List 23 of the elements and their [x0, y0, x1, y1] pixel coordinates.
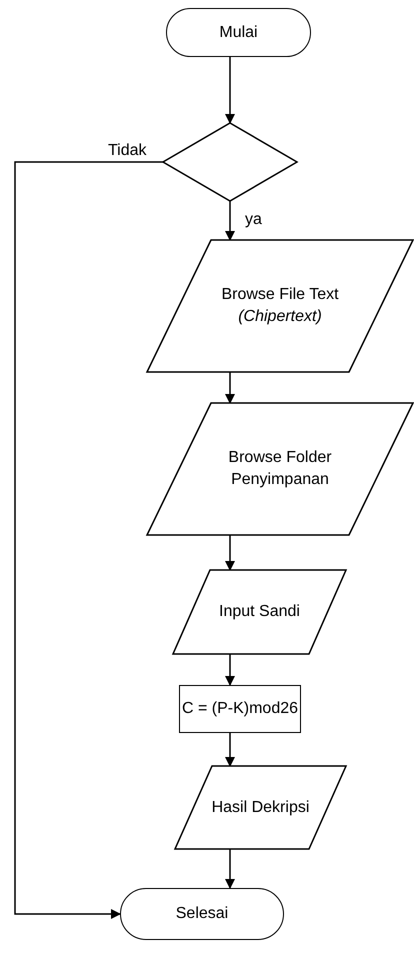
- arrow: [225, 654, 235, 686]
- node-label: C = (P-K)mod26: [182, 699, 298, 720]
- arrow: [225, 372, 235, 404]
- decision-diamond: [163, 123, 297, 201]
- terminator-shape: [166, 8, 311, 57]
- node-label: Browse File Text (Chipertext): [220, 285, 340, 327]
- process-box: [179, 685, 301, 733]
- arrow: [14, 161, 163, 919]
- arrow: [225, 201, 235, 241]
- arrow: [225, 733, 235, 767]
- io-parallelogram: [173, 570, 346, 654]
- arrow: [225, 849, 235, 889]
- io-parallelogram: [147, 403, 413, 535]
- io-parallelogram: [147, 240, 413, 372]
- node-label: Mulai: [219, 22, 258, 43]
- arrow: [225, 535, 235, 571]
- node-label: Browse Folder Penyimpanan: [227, 448, 333, 490]
- node-label: Hasil Dekripsi: [212, 798, 310, 818]
- node-label: Selesai: [176, 904, 228, 924]
- terminator-shape: [120, 888, 284, 940]
- node-label: Input Sandi: [219, 602, 300, 622]
- arrow: [225, 57, 235, 124]
- io-parallelogram: [175, 766, 346, 849]
